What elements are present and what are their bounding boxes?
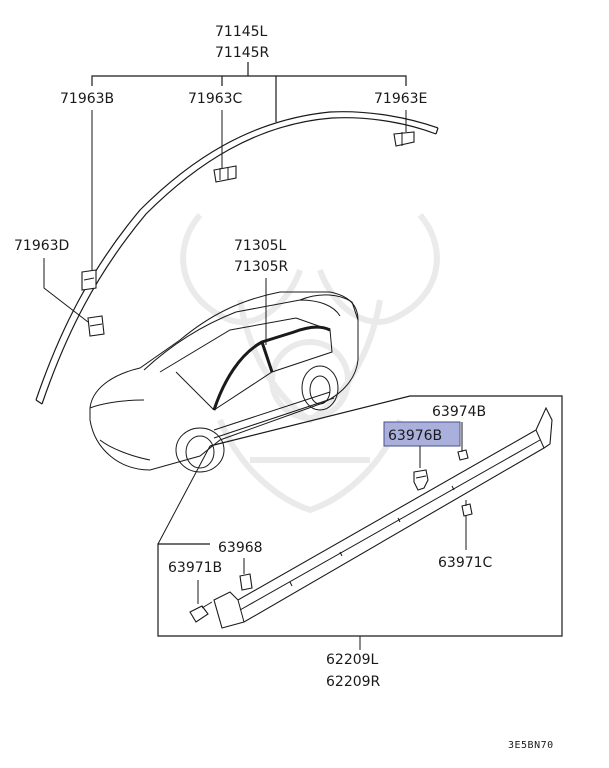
label-71305l: 71305L <box>234 238 287 254</box>
bracket-71145 <box>91 62 407 122</box>
roof-molding-group: 71145L 71145R 71963B 71963C 71963E 71963… <box>14 24 439 405</box>
label-63971c: 63971C <box>438 555 493 571</box>
sill-group: 63974B 63976B 63968 63971B 63971C <box>157 395 563 690</box>
side-sill-molding <box>213 406 553 629</box>
watermark-logo <box>180 213 440 514</box>
label-71145l: 71145L <box>215 24 268 40</box>
label-71963d: 71963D <box>14 238 69 254</box>
label-71305r: 71305R <box>234 259 289 275</box>
clip-63968 <box>239 573 253 591</box>
diagram-code: 3E5BN70 <box>508 740 554 751</box>
roof-molding-strip-inner <box>41 117 437 405</box>
label-71963b: 71963B <box>60 91 114 107</box>
label-63974b: 63974B <box>432 404 486 420</box>
clip-71963b <box>81 269 97 291</box>
car-outline <box>89 291 359 473</box>
label-63968: 63968 <box>218 540 263 556</box>
screw-63971b <box>189 601 213 623</box>
clip-63976b <box>413 469 429 491</box>
label-71963c: 71963C <box>188 91 243 107</box>
clip-63974b <box>457 446 469 461</box>
label-62209r: 62209R <box>326 674 381 690</box>
belt-molding-group: 71305L 71305R <box>234 238 289 345</box>
screw-63971c <box>461 500 473 520</box>
clip-71963c <box>213 165 237 183</box>
label-62209l: 62209L <box>326 652 379 668</box>
label-71963e: 71963E <box>374 91 427 107</box>
highlight-63976b-box[interactable] <box>383 421 461 447</box>
label-63971b: 63971B <box>168 560 222 576</box>
clip-71963e <box>393 131 415 147</box>
leader-71963d <box>43 258 89 323</box>
roof-molding-strip <box>35 111 439 401</box>
label-63976b[interactable]: 63976B <box>388 428 442 444</box>
clip-71963d <box>87 315 105 337</box>
label-71145r: 71145R <box>215 45 270 61</box>
